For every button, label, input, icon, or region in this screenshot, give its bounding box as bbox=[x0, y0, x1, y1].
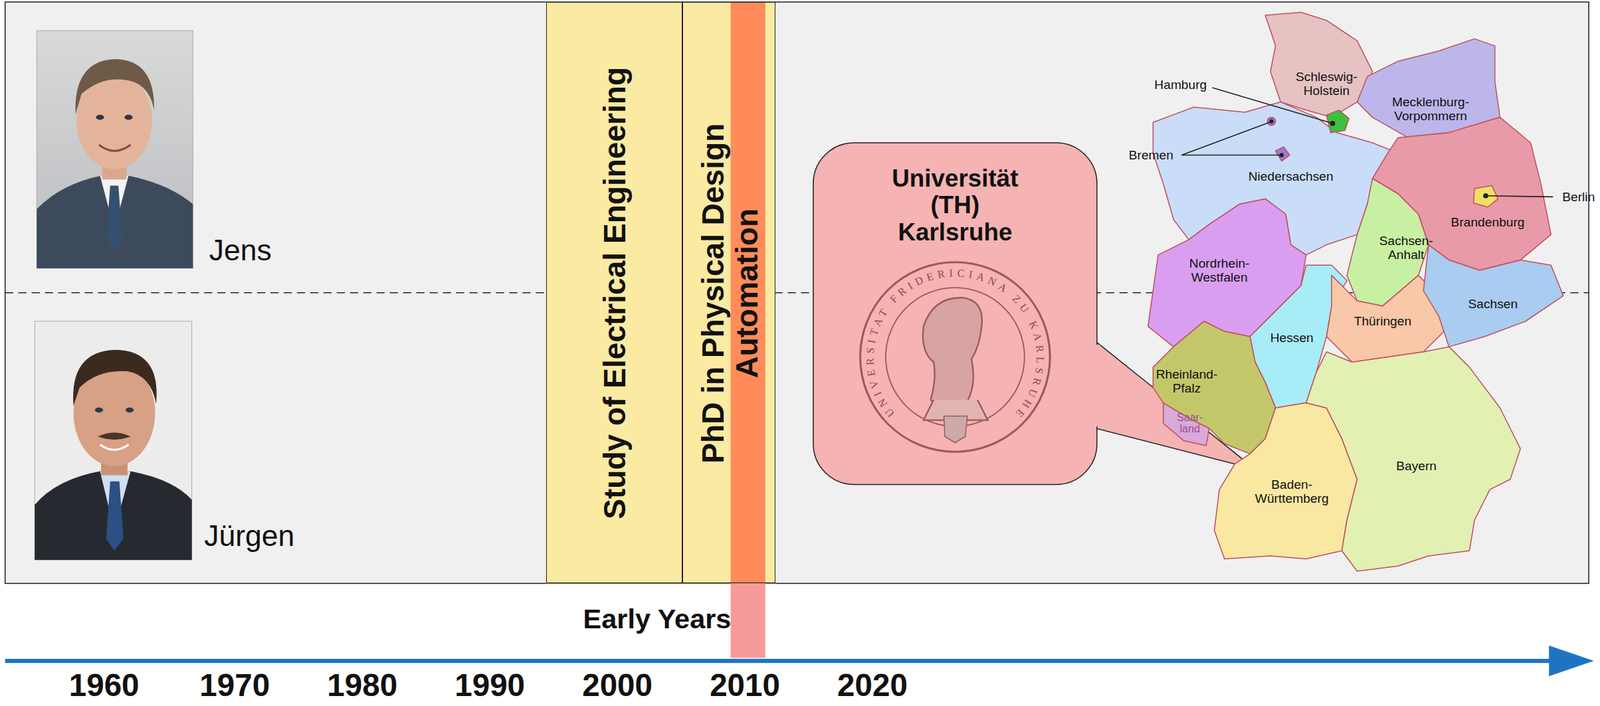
state-label: Thüringen bbox=[1354, 314, 1412, 329]
state-label: Brandenburg bbox=[1451, 215, 1525, 230]
state-label: Rheinland- Pfalz bbox=[1156, 367, 1218, 396]
year-label: 1980 bbox=[326, 669, 398, 702]
band-fill bbox=[546, 1, 777, 584]
city-label: Berlin bbox=[1562, 190, 1595, 204]
person-name: Jürgen bbox=[203, 519, 295, 553]
state-label: Saar- land bbox=[1176, 411, 1203, 436]
seal-inscription: UNIVERSITAT FRIDERICIANA ZU KARLSRUHE bbox=[863, 267, 1046, 420]
callout-title: Universität (TH) Karlsruhe bbox=[891, 165, 1018, 247]
axis-arrowhead bbox=[1548, 645, 1595, 677]
band-title: PhD in Physical Design Automation bbox=[696, 48, 764, 539]
state-label: Baden- Württemberg bbox=[1255, 477, 1329, 506]
study-band: Study of Electrical Engineering bbox=[546, 1, 684, 584]
state-label: Schleswig- Holstein bbox=[1295, 69, 1358, 98]
germany-map bbox=[1148, 11, 1564, 572]
band-title: Study of Electrical Engineering bbox=[598, 48, 632, 539]
year-label: 2020 bbox=[837, 669, 908, 702]
state-label: Niedersachsen bbox=[1248, 169, 1334, 184]
portrait-photo bbox=[36, 30, 193, 269]
city-label: Hamburg bbox=[1154, 77, 1207, 92]
timeline-panel bbox=[5, 1, 1589, 584]
state-label: Nordrhein- Westfalen bbox=[1189, 256, 1250, 285]
year-label: 1960 bbox=[69, 669, 140, 702]
year-label: 1970 bbox=[199, 669, 270, 702]
divider-line bbox=[5, 292, 1589, 294]
state-label: Mecklenburg- Vorpommern bbox=[1392, 95, 1470, 123]
portrait-photo bbox=[34, 321, 193, 561]
state-label: Hessen bbox=[1270, 330, 1314, 345]
period-label: Early Years bbox=[583, 605, 732, 633]
year-label: 2010 bbox=[709, 669, 781, 702]
state-label: Sachsen- Anhalt bbox=[1379, 233, 1434, 262]
state-label: Sachsen bbox=[1467, 297, 1518, 311]
city-label: Bremen bbox=[1128, 148, 1174, 163]
year-label: 1990 bbox=[454, 669, 525, 702]
person-name: Jens bbox=[209, 233, 272, 267]
state-label: Bayern bbox=[1396, 459, 1437, 474]
highlight-strip bbox=[730, 583, 766, 658]
phd-band: PhD in Physical Design Automation bbox=[682, 1, 776, 584]
leader-line bbox=[1181, 87, 1553, 199]
callout-box: Universität (TH) Karlsruhe bbox=[813, 142, 1098, 485]
year-label: 2000 bbox=[582, 669, 653, 702]
university-seal bbox=[860, 262, 1051, 453]
timeline-axis bbox=[5, 659, 1554, 664]
